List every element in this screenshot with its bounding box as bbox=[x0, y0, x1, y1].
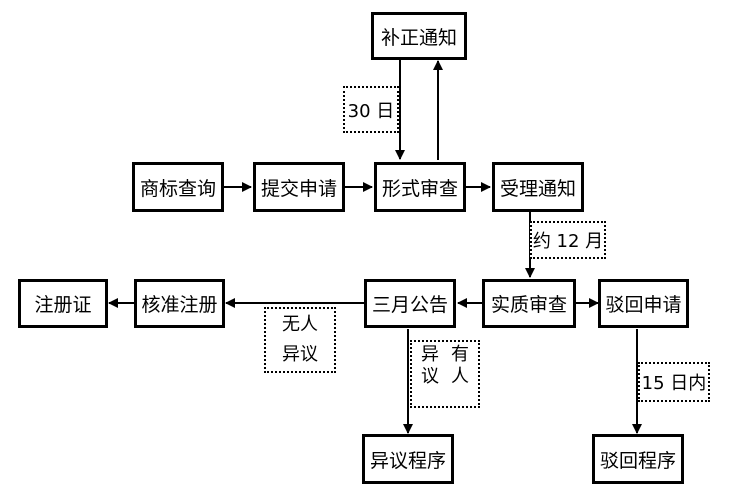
note-no-objection: 无人 异议 bbox=[264, 307, 336, 373]
node-acceptance-notice: 受理通知 bbox=[492, 162, 584, 212]
note-objection-char-3: 议 bbox=[421, 366, 439, 387]
node-three-month-announcement: 三月公告 bbox=[364, 279, 456, 328]
node-trademark-search: 商标查询 bbox=[132, 162, 224, 212]
node-supplement-notice: 补正通知 bbox=[371, 12, 467, 60]
note-no-objection-line1: 无人 bbox=[282, 314, 318, 335]
note-within-15-days: 15 日内 bbox=[638, 362, 710, 402]
node-formal-review: 形式审查 bbox=[374, 162, 466, 212]
note-about-12-months: 约 12 月 bbox=[530, 221, 606, 259]
note-thirty-days: 30 日 bbox=[343, 86, 399, 133]
node-submit-application: 提交申请 bbox=[253, 162, 345, 212]
node-rejection-procedure: 驳回程序 bbox=[592, 434, 684, 484]
note-objection: 异 有 议 人 bbox=[410, 340, 480, 408]
note-objection-char-2: 有 bbox=[451, 344, 469, 365]
note-no-objection-line2: 异议 bbox=[282, 344, 318, 365]
node-rejection-application: 驳回申请 bbox=[598, 279, 689, 328]
node-approve-registration: 核准注册 bbox=[134, 279, 225, 328]
node-substantive-review: 实质审查 bbox=[482, 279, 576, 328]
note-objection-char-4: 人 bbox=[451, 366, 469, 387]
node-registration-certificate: 注册证 bbox=[18, 279, 108, 328]
note-objection-char-1: 异 bbox=[421, 344, 439, 365]
node-objection-procedure: 异议程序 bbox=[362, 434, 454, 484]
